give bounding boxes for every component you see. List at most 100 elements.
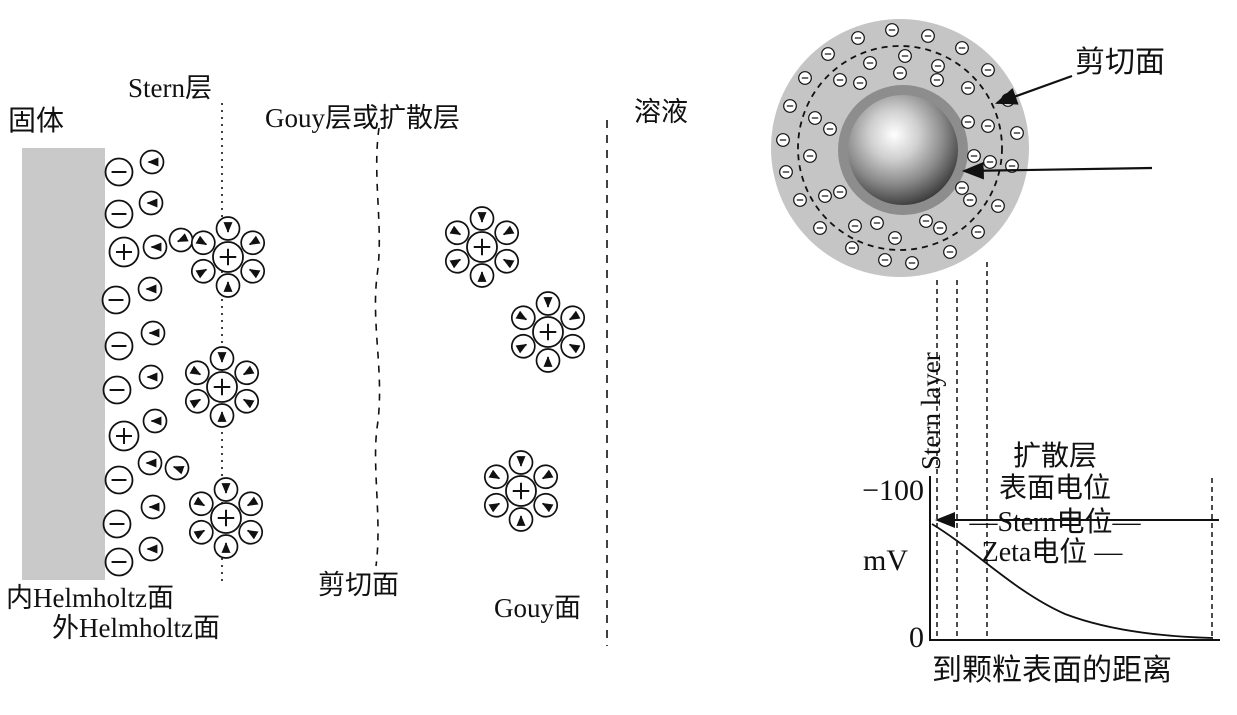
counter-ion-icon <box>983 155 997 169</box>
surface-ion-layer <box>101 149 194 577</box>
anion-icon <box>101 285 131 315</box>
counter-ion-icon <box>961 81 975 95</box>
water-dipole-icon <box>140 494 166 520</box>
counter-ion-icon <box>931 59 945 73</box>
counter-ion-icon <box>803 149 817 163</box>
hydrated-cation-cluster <box>483 450 559 532</box>
water-dipole-icon <box>215 216 241 241</box>
label-zeta-potential: Zeta电位 — <box>982 536 1124 568</box>
counter-ion-icon <box>981 119 995 133</box>
water-dipole-icon <box>188 519 214 545</box>
cation-icon <box>206 371 238 403</box>
water-dipole-icon <box>168 227 194 253</box>
anion-icon <box>104 157 134 187</box>
counter-ion-icon <box>783 99 797 113</box>
water-dipole-icon <box>494 220 520 246</box>
counter-ion-icon <box>863 56 877 70</box>
water-dipole-icon <box>510 333 536 359</box>
water-dipole-icon <box>238 491 264 517</box>
counter-ion-icon <box>943 245 957 259</box>
water-dipole-icon <box>240 258 266 284</box>
cation-icon <box>532 316 564 348</box>
counter-ion-icon <box>776 133 790 147</box>
label-diffuse-layer: 扩散层 <box>1013 440 1097 472</box>
gouy-layer-clusters <box>444 206 586 532</box>
water-dipole-icon <box>164 455 190 481</box>
water-dipole-icon <box>508 507 534 532</box>
counter-ion-icon <box>898 49 912 63</box>
water-dipole-icon <box>138 364 164 390</box>
counter-ion-icon <box>971 225 985 239</box>
y-axis-unit-label: mV <box>863 544 908 577</box>
water-dipole-icon <box>560 333 586 359</box>
counter-ion-icon <box>921 29 935 43</box>
water-dipole-icon <box>444 248 470 274</box>
label-surface-potential: 表面电位 <box>999 472 1111 504</box>
cation-icon <box>108 420 140 452</box>
solid-bar <box>22 148 105 580</box>
label-stern-layer: Stern层 <box>128 73 212 103</box>
water-dipole-icon <box>444 220 470 246</box>
y-axis-zero-label: 0 <box>909 621 924 654</box>
water-dipole-icon <box>138 190 164 216</box>
label-stern-potential: —Stern电位— <box>968 506 1141 538</box>
water-dipole-icon <box>188 491 214 517</box>
water-dipole-icon <box>483 464 509 490</box>
water-dipole-icon <box>184 360 210 386</box>
counter-ion-icon <box>981 63 995 77</box>
water-dipole-icon <box>240 230 266 256</box>
label-gouy-layer: Gouy层或扩散层 <box>265 103 460 133</box>
label-inner-helmholtz-plane: 内Helmholtz面 <box>6 583 174 613</box>
water-dipole-icon <box>535 291 561 316</box>
counter-ion-icon <box>963 193 977 207</box>
anion-icon <box>102 509 132 539</box>
counter-ion-icon <box>813 221 827 235</box>
counter-ion-icon <box>851 31 865 45</box>
hydrated-cation-cluster <box>444 206 520 288</box>
cation-icon <box>108 236 140 268</box>
counter-ion-icon <box>888 231 902 245</box>
counter-ion-icon <box>779 165 793 179</box>
anion-icon <box>104 547 134 577</box>
water-dipole-icon <box>234 360 260 386</box>
hydrated-cation-cluster <box>188 477 264 559</box>
water-dipole-icon <box>510 305 536 331</box>
counter-ion-icon <box>955 181 969 195</box>
water-dipole-icon <box>209 346 235 371</box>
water-dipole-icon <box>535 348 561 373</box>
hydrated-cation-cluster <box>184 346 260 428</box>
cation-icon <box>210 502 242 534</box>
water-dipole-icon <box>138 536 164 562</box>
cation-icon <box>466 231 498 263</box>
counter-ion-icon <box>823 122 837 136</box>
counter-ion-icon <box>885 23 899 37</box>
water-dipole-icon <box>213 477 239 502</box>
label-shear-plane-right: 剪切面 <box>1075 46 1165 79</box>
particle-sphere <box>848 95 958 205</box>
counter-ion-icon <box>833 73 847 87</box>
water-dipole-icon <box>533 464 559 490</box>
counter-ion-icon <box>955 41 969 55</box>
stern-layer-clusters <box>184 216 266 559</box>
water-dipole-icon <box>560 305 586 331</box>
water-dipole-icon <box>215 273 241 298</box>
water-dipole-icon <box>184 388 210 414</box>
label-stern-layer-vertical: Stern layer <box>916 352 946 470</box>
water-dipole-icon <box>508 450 534 475</box>
counter-ion-icon <box>793 193 807 207</box>
counter-ion-icon <box>808 111 822 125</box>
cloud-counter-ions <box>776 23 1024 270</box>
water-dipole-icon <box>190 230 216 256</box>
counter-ion-icon <box>853 76 867 90</box>
label-gouy-plane: Gouy面 <box>494 593 581 623</box>
label-outer-helmholtz-plane: 外Helmholtz面 <box>52 613 220 643</box>
water-dipole-icon <box>238 519 264 545</box>
anion-icon <box>104 331 134 361</box>
counter-ion-icon <box>1010 126 1024 140</box>
label-solid: 固体 <box>8 105 64 137</box>
water-dipole-icon <box>494 248 520 274</box>
counter-ion-icon <box>821 47 835 61</box>
shear-plane-wavy-line <box>374 127 381 567</box>
arrow-to-shear-circle <box>994 74 1073 105</box>
